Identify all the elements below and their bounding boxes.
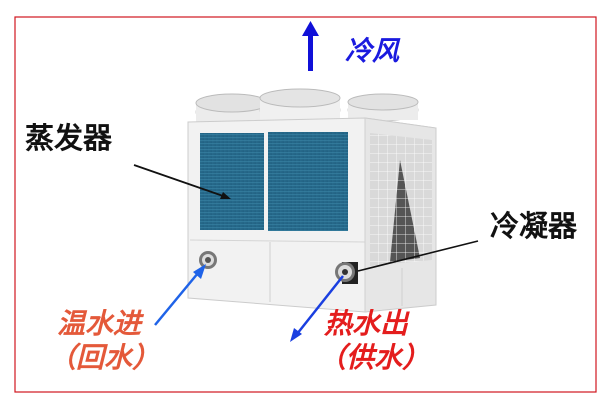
cold-air-arrow-icon [302,21,319,71]
side-grille [370,133,432,266]
heat-pump-unit [187,88,437,313]
cold-air-label: 冷风 [345,36,399,67]
evaporator-label: 蒸发器 [25,121,113,155]
return-water-label: （回水） [48,341,161,374]
supply-water-label: （供水） [318,341,431,374]
frame-border [14,16,597,393]
warm-water-in-label: 温水进 [57,307,142,340]
warm-water-in-arrow-icon [154,264,206,326]
hot-water-out-label: 热水出 [324,307,409,340]
water-outlet-fitting-icon [335,262,358,284]
condenser-label: 冷凝器 [490,209,578,243]
panel-seam [189,239,366,243]
condenser-leader-line [357,240,479,272]
evaporator-leader-arrow-icon [133,164,231,199]
water-inlet-fitting-icon [199,251,217,269]
evaporator-coil-left [200,133,264,230]
hot-water-out-arrow-icon [290,275,344,342]
fan-icon [195,88,419,125]
evaporator-coil-right [268,132,348,231]
